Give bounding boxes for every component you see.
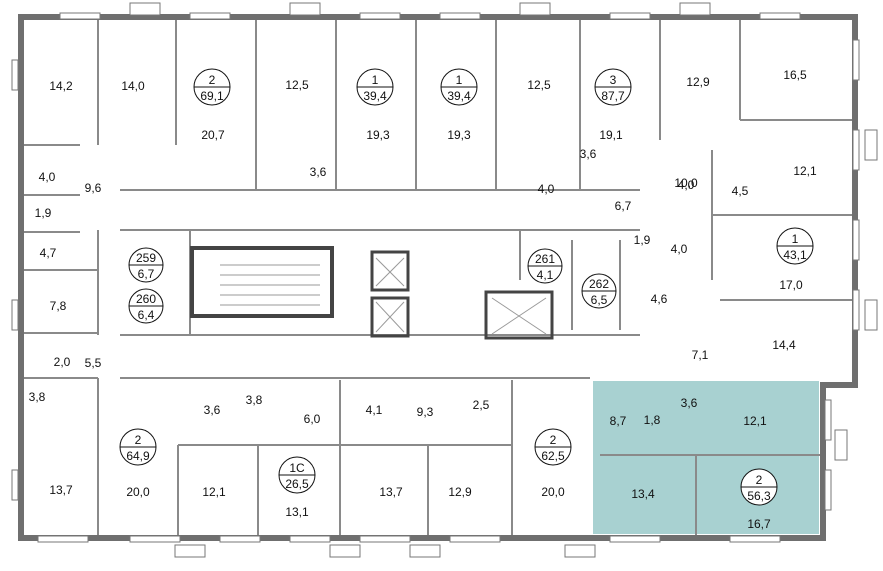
badge-area: 64,9 [126, 449, 150, 463]
badge-number: 262 [589, 277, 609, 291]
badge-area: 62,5 [541, 449, 565, 463]
badge-number: 1 [456, 73, 463, 87]
badge-area: 6,4 [138, 308, 155, 322]
highlighted-apartment[interactable] [593, 381, 819, 534]
room-area-label: 19,1 [599, 128, 623, 142]
apartment-badges: 269,1139,4139,4387,7143,1264,91С26,5262,… [119, 68, 814, 506]
room-area-label: 3,6 [681, 396, 698, 410]
room-area-label: 4,0 [538, 182, 555, 196]
room-area-label: 1,9 [35, 206, 52, 220]
room-area-label: 4,0 [39, 170, 56, 184]
room-area-label: 3,6 [310, 165, 327, 179]
apartment-badge[interactable]: 1С 26,5 [278, 456, 316, 494]
room-area-label: 1,8 [644, 413, 661, 427]
room-area-label: 14,0 [121, 79, 145, 93]
room-area-label: 4,1 [366, 403, 383, 417]
room-area-label: 13,1 [285, 505, 309, 519]
windows [11, 2, 878, 558]
room-area-label: 1,9 [634, 233, 651, 247]
badge-area: 56,3 [747, 489, 771, 503]
room-area-label: 2,0 [54, 355, 71, 369]
room-area-label: 4,0 [671, 242, 688, 256]
room-area-label: 4,7 [40, 246, 57, 260]
stairwell [190, 246, 334, 318]
room-area-label: 12,5 [527, 78, 551, 92]
room-area-label: 13,7 [49, 483, 73, 497]
room-area-label: 4,5 [732, 184, 749, 198]
room-area-label: 3,6 [204, 403, 221, 417]
interior-walls [24, 20, 852, 535]
room-area-label: 3,8 [246, 393, 263, 407]
room-area-label: 14,2 [49, 79, 73, 93]
room-area-label: 10,0 [674, 176, 698, 190]
room-area-label: 20,0 [541, 485, 565, 499]
room-area-label: 3,8 [29, 390, 46, 404]
room-area-label: 9,3 [417, 405, 434, 419]
badge-number: 3 [610, 73, 617, 87]
badge-area: 4,1 [537, 268, 554, 282]
room-area-label: 12,1 [743, 414, 767, 428]
badge-number: 1 [372, 73, 379, 87]
room-area-label: 20,7 [201, 128, 225, 142]
apartment-badge[interactable]: 264,9 [119, 428, 157, 466]
room-area-label: 9,6 [85, 181, 102, 195]
apartment-badge[interactable]: 139,4 [440, 68, 478, 106]
room-area-label: 3,6 [580, 147, 597, 161]
elevators [370, 250, 554, 340]
apartment-badge[interactable]: 143,1 [776, 227, 814, 265]
badge-area: 69,1 [200, 89, 224, 103]
badge-area: 39,4 [447, 89, 471, 103]
room-area-label: 12,9 [448, 485, 472, 499]
room-area-label: 8,7 [610, 414, 627, 428]
room-area-label: 5,5 [85, 356, 102, 370]
room-area-label: 12,1 [202, 485, 226, 499]
room-area-label: 2,5 [473, 398, 490, 412]
outer-walls [18, 14, 858, 541]
badge-area: 6,5 [591, 293, 608, 307]
room-area-label: 12,9 [686, 75, 710, 89]
room-area-label: 7,1 [692, 348, 709, 362]
apartment-badge[interactable]: 269,1 [193, 68, 231, 106]
room-area-label: 12,1 [793, 164, 817, 178]
room-area-label: 19,3 [447, 128, 471, 142]
badge-number: 1С [289, 461, 305, 475]
room-area-label: 13,4 [631, 487, 655, 501]
badge-area: 26,5 [285, 477, 309, 491]
room-area-label: 6,0 [304, 412, 321, 426]
badge-area: 43,1 [783, 248, 807, 262]
room-area-label: 13,7 [379, 485, 403, 499]
apartment-badge[interactable]: 256,3 [740, 468, 778, 506]
apartment-badge[interactable]: 139,4 [356, 68, 394, 106]
room-area-label: 16,7 [747, 517, 771, 531]
room-area-label: 12,5 [285, 78, 309, 92]
badge-area: 6,7 [138, 267, 155, 281]
badge-number: 2 [550, 433, 557, 447]
room-area-label: 7,8 [50, 299, 67, 313]
badge-number: 261 [535, 252, 555, 266]
room-area-label: 6,7 [615, 199, 632, 213]
room-area-label: 17,0 [779, 278, 803, 292]
room-area-label: 16,5 [783, 68, 807, 82]
room-area-label: 14,4 [772, 338, 796, 352]
room-area-label: 4,0 [678, 178, 695, 192]
apartment-badge[interactable]: 387,7 [594, 68, 632, 106]
room-area-label: 20,0 [126, 485, 150, 499]
badge-number: 2 [135, 433, 142, 447]
badge-number: 1 [792, 232, 799, 246]
apartment-badge[interactable]: 262,5 [534, 428, 572, 466]
badge-area: 39,4 [363, 89, 387, 103]
badge-number: 260 [136, 292, 156, 306]
badge-number: 259 [136, 251, 156, 265]
room-area-label: 19,3 [366, 128, 390, 142]
badge-number: 2 [756, 473, 763, 487]
room-area-label: 4,6 [651, 292, 668, 306]
badge-number: 2 [209, 73, 216, 87]
badge-area: 87,7 [601, 89, 625, 103]
